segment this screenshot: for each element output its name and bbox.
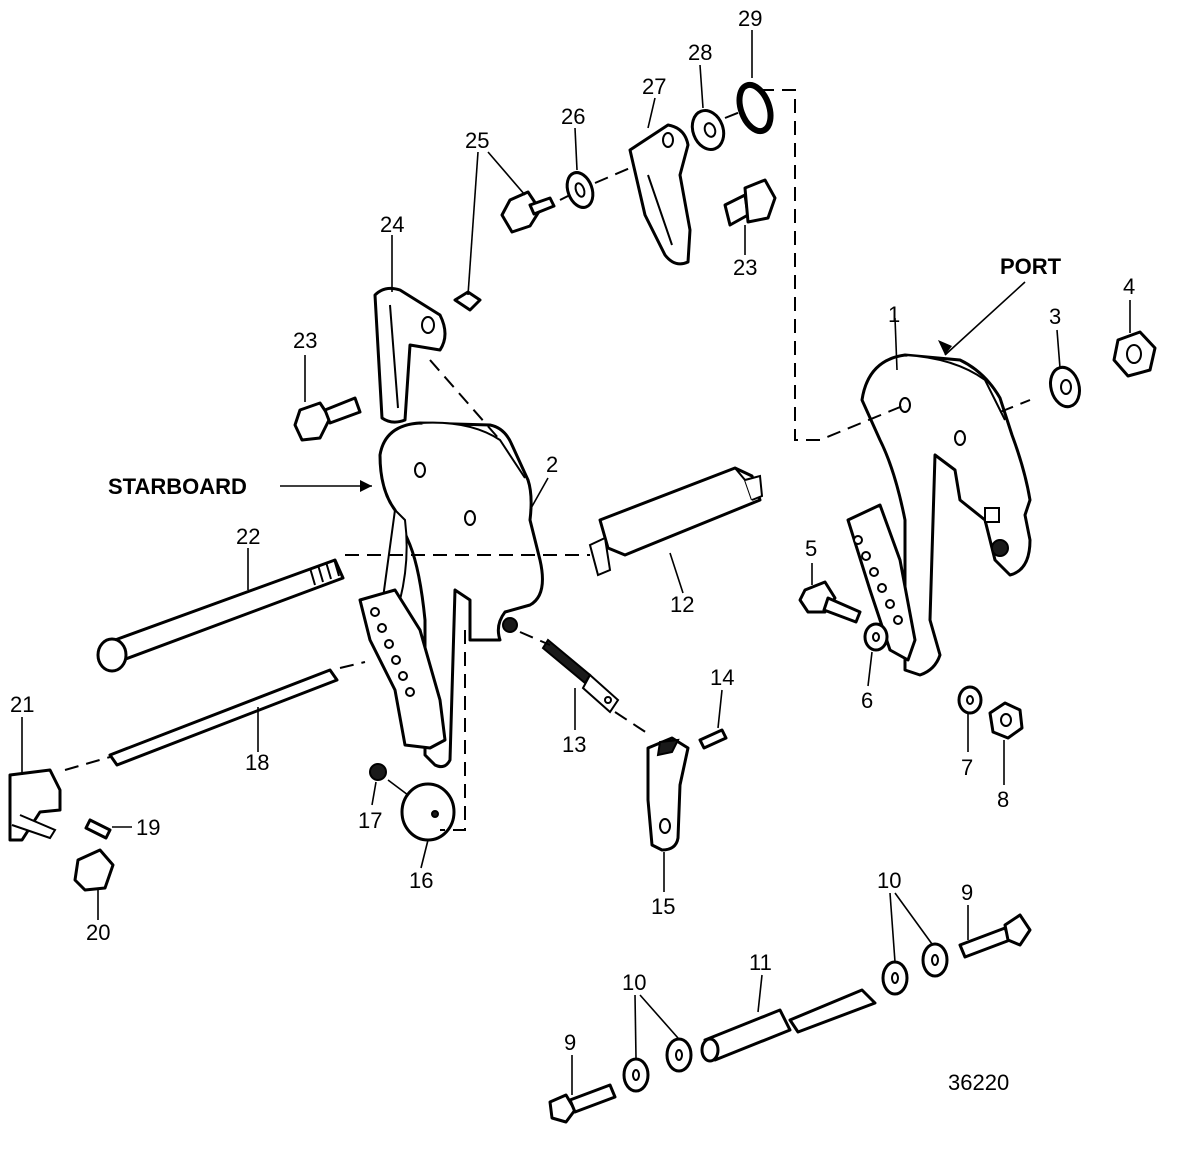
nut-8	[988, 701, 1024, 740]
callout-17: 17	[358, 808, 382, 833]
bolt-23-upper	[723, 178, 777, 227]
nut-4	[1112, 330, 1157, 378]
callout-2: 2	[546, 452, 558, 477]
callout-26: 26	[561, 104, 585, 129]
starboard-bracket	[358, 421, 544, 769]
port-label: PORT	[1000, 254, 1062, 279]
callout-4: 4	[1123, 274, 1135, 299]
bolt-5	[798, 580, 862, 624]
nut-17	[369, 763, 387, 781]
starboard-label: STARBOARD	[108, 474, 247, 499]
washer-10-left-b	[665, 1037, 693, 1073]
washer-6	[863, 622, 889, 652]
callout-20: 20	[86, 920, 110, 945]
tilt-rod-18	[108, 668, 339, 767]
lever-15	[646, 736, 690, 852]
callout-23-left: 23	[293, 328, 317, 353]
callout-27: 27	[642, 74, 666, 99]
assembly-lines	[64, 89, 1031, 831]
callout-21: 21	[10, 692, 34, 717]
washer-7	[957, 685, 983, 715]
callout-1: 1	[888, 302, 900, 327]
washer-10-right-b	[921, 942, 949, 978]
callout-18: 18	[245, 750, 269, 775]
callout-8: 8	[997, 787, 1009, 812]
callout-23-upper: 23	[733, 255, 757, 280]
callout-11: 11	[749, 950, 772, 975]
washer-26	[565, 171, 595, 209]
tube-12	[588, 466, 764, 577]
bolt-9-right	[958, 913, 1032, 959]
washer-3	[1049, 365, 1081, 409]
callout-14: 14	[710, 665, 734, 690]
callout-12: 12	[670, 592, 694, 617]
callout-3: 3	[1049, 304, 1061, 329]
bolt-25	[453, 190, 556, 312]
callout-15: 15	[651, 894, 675, 919]
callout-6: 6	[861, 688, 873, 713]
side-arrows	[360, 340, 952, 492]
washer-10-left-a	[622, 1057, 650, 1093]
spring-13	[541, 638, 620, 714]
washer-28	[690, 109, 726, 151]
callout-7: 7	[961, 755, 973, 780]
bolt-22	[96, 558, 345, 673]
callout-25: 25	[465, 128, 489, 153]
callout-28: 28	[688, 40, 712, 65]
pin-14	[698, 728, 728, 750]
figure-number: 36220	[948, 1070, 1009, 1095]
bolt-23-left	[293, 396, 362, 442]
disc-16	[400, 782, 456, 842]
callout-22: 22	[236, 524, 260, 549]
cap-20	[73, 848, 115, 892]
washer-10-right-a	[881, 960, 909, 996]
callout-10-right: 10	[877, 868, 901, 893]
callout-29: 29	[738, 6, 762, 31]
plate-24	[373, 286, 447, 424]
sleeve-11	[700, 988, 877, 1063]
callout-13: 13	[562, 732, 586, 757]
callout-10-left: 10	[622, 970, 646, 995]
plate-27	[628, 123, 692, 266]
bolt-9-left	[548, 1083, 617, 1124]
callout-24: 24	[380, 212, 404, 237]
callout-9-right: 9	[961, 880, 973, 905]
callout-16: 16	[409, 868, 433, 893]
leader-lines	[21, 30, 1131, 1095]
callout-5: 5	[805, 536, 817, 561]
pin-19	[84, 818, 112, 840]
callout-9-left: 9	[564, 1030, 576, 1055]
ring-29	[736, 81, 774, 135]
callout-19: 19	[136, 815, 160, 840]
port-bracket	[846, 353, 1032, 677]
clip-21	[8, 768, 62, 842]
